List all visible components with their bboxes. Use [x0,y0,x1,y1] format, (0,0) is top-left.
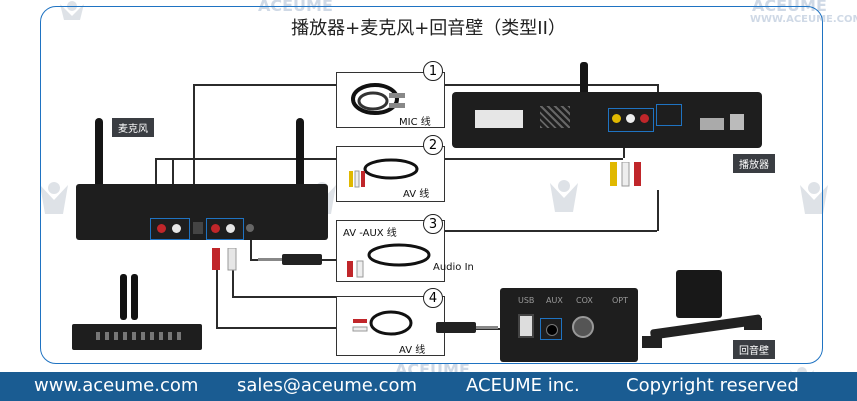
mic-label: 麦克风 [112,118,154,137]
footer-rights: Copyright reserved [626,375,799,396]
diagram-title: 播放器+麦克风+回音壁（类型II） [291,18,566,39]
port-label: OPT [612,296,629,305]
cable-1-box: MIC 线 [336,72,445,128]
port-label: COX [576,296,593,305]
mic-jack-panel [150,218,190,240]
footer-company: ACEUME inc. [466,375,580,396]
av-jack-panel [206,218,244,240]
diagram-frame [40,6,823,364]
soundbar-port-panel: USB AUX COX OPT [500,288,638,362]
aux-plug-icon [258,254,322,265]
av-cable-icon [352,310,413,336]
cable-1-caption: MIC 线 [399,117,431,128]
watermark: WWW.ACEUME.COM [750,14,857,25]
player-mic-port [656,104,682,126]
cox-port [572,316,594,338]
player-label: 播放器 [733,154,775,173]
rca-plugs [610,162,641,187]
aux-port [540,318,562,340]
cable-3-caption: AV -AUX 线 [343,228,397,239]
footer-website[interactable]: www.aceume.com [34,375,199,396]
player-av-panel [608,108,654,132]
cable-4-caption: AV 线 [399,345,426,356]
port-label: AUX [546,296,563,305]
aux-plug-icon [436,322,498,333]
audio-in-label: Audio In [433,262,474,273]
watermark: ACEUME [258,0,333,15]
cable-2-caption: AV 线 [403,189,430,200]
usb-port [518,314,534,338]
footer-bar: www.aceume.com sales@aceume.com ACEUME i… [0,372,857,401]
cable-2-number: 2 [423,135,443,155]
port-label: USB [518,296,535,305]
cable-4-number: 4 [423,288,443,308]
footer-email[interactable]: sales@aceume.com [237,375,418,396]
cable-2-box: AV 线 [336,146,445,202]
rca-plugs [212,248,237,271]
soundbar-label: 回音壁 [733,340,775,359]
cable-3-number: 3 [423,214,443,234]
av-cable-icon [349,158,419,188]
av-aux-cable-icon [347,243,431,278]
mic-cable-icon [351,83,405,115]
cable-1-number: 1 [423,61,443,81]
